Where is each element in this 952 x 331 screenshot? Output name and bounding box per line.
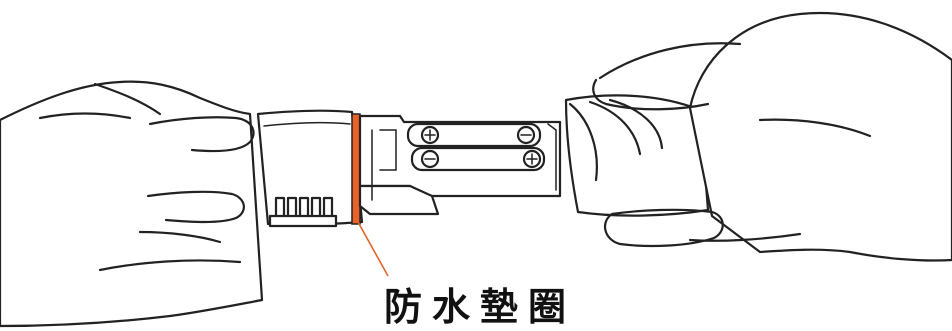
left-hand [0, 80, 264, 328]
gasket-label: 防水墊圈 [383, 285, 576, 329]
right-hand [592, 12, 952, 262]
battery-top [406, 122, 542, 148]
leader-line [357, 221, 389, 277]
battery-cover [564, 94, 710, 217]
plus-terminal-icon [526, 153, 538, 165]
battery-compartment [358, 114, 562, 216]
plus-terminal-icon [424, 129, 436, 141]
waterproof-gasket [351, 113, 361, 225]
battery-bottom [410, 146, 546, 172]
device-body [256, 109, 364, 228]
grip-ribs [268, 196, 338, 228]
